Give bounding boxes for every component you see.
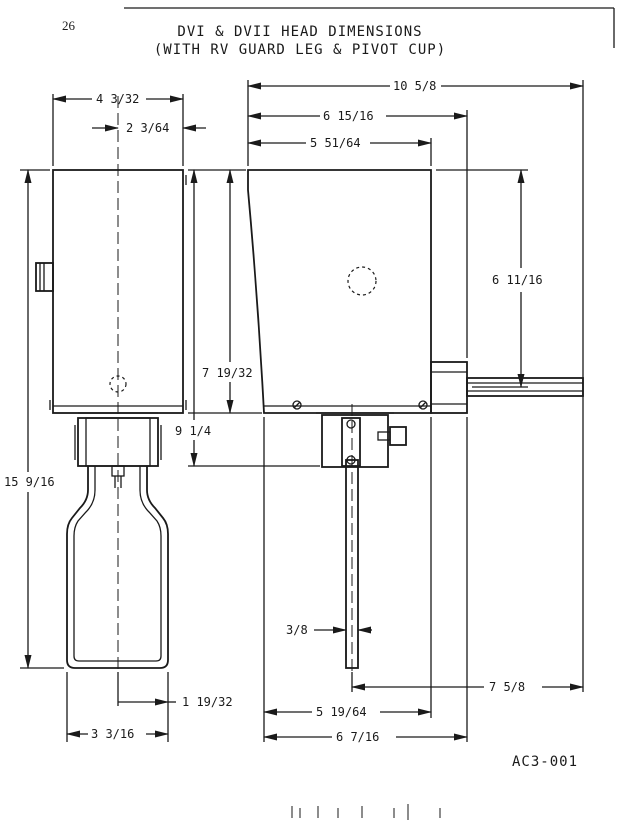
scan-artifact [291,804,441,820]
extension-lines [20,80,584,742]
dimension-lines [24,82,584,741]
front-view [35,96,187,705]
dim-10-5-8: 10 5/8 [393,79,436,93]
drawing-title: DVI & DVII HEAD DIMENSIONS [177,24,422,40]
dim-15-9-16: 15 9/16 [4,475,55,489]
dim-7-19-32: 7 19/32 [202,366,253,380]
dim-3-3-16: 3 3/16 [91,727,134,741]
dim-6-11-16: 6 11/16 [492,273,543,287]
dim-5-19-64: 5 19/64 [316,705,367,719]
page-number: 26 [62,18,76,33]
side-view [247,169,584,690]
page-border [124,7,615,48]
dim-6-15-16: 6 15/16 [323,109,374,123]
dimension-labels: 4 3/32 2 3/64 10 5/8 6 15/16 5 51/64 6 1… [4,79,543,744]
dim-7-5-8: 7 5/8 [489,680,525,694]
dim-6-7-16: 6 7/16 [336,730,379,744]
dim-4-3-32: 4 3/32 [96,92,139,106]
drawing-id: AC3-001 [512,754,578,770]
dim-1-19-32: 1 19/32 [182,695,233,709]
dim-3-8: 3/8 [286,623,308,637]
dim-2-3-64: 2 3/64 [126,121,169,135]
dim-5-51-64: 5 51/64 [310,136,361,150]
drawing-subtitle: (WITH RV GUARD LEG & PIVOT CUP) [154,42,446,58]
dim-9-1-4: 9 1/4 [175,424,211,438]
